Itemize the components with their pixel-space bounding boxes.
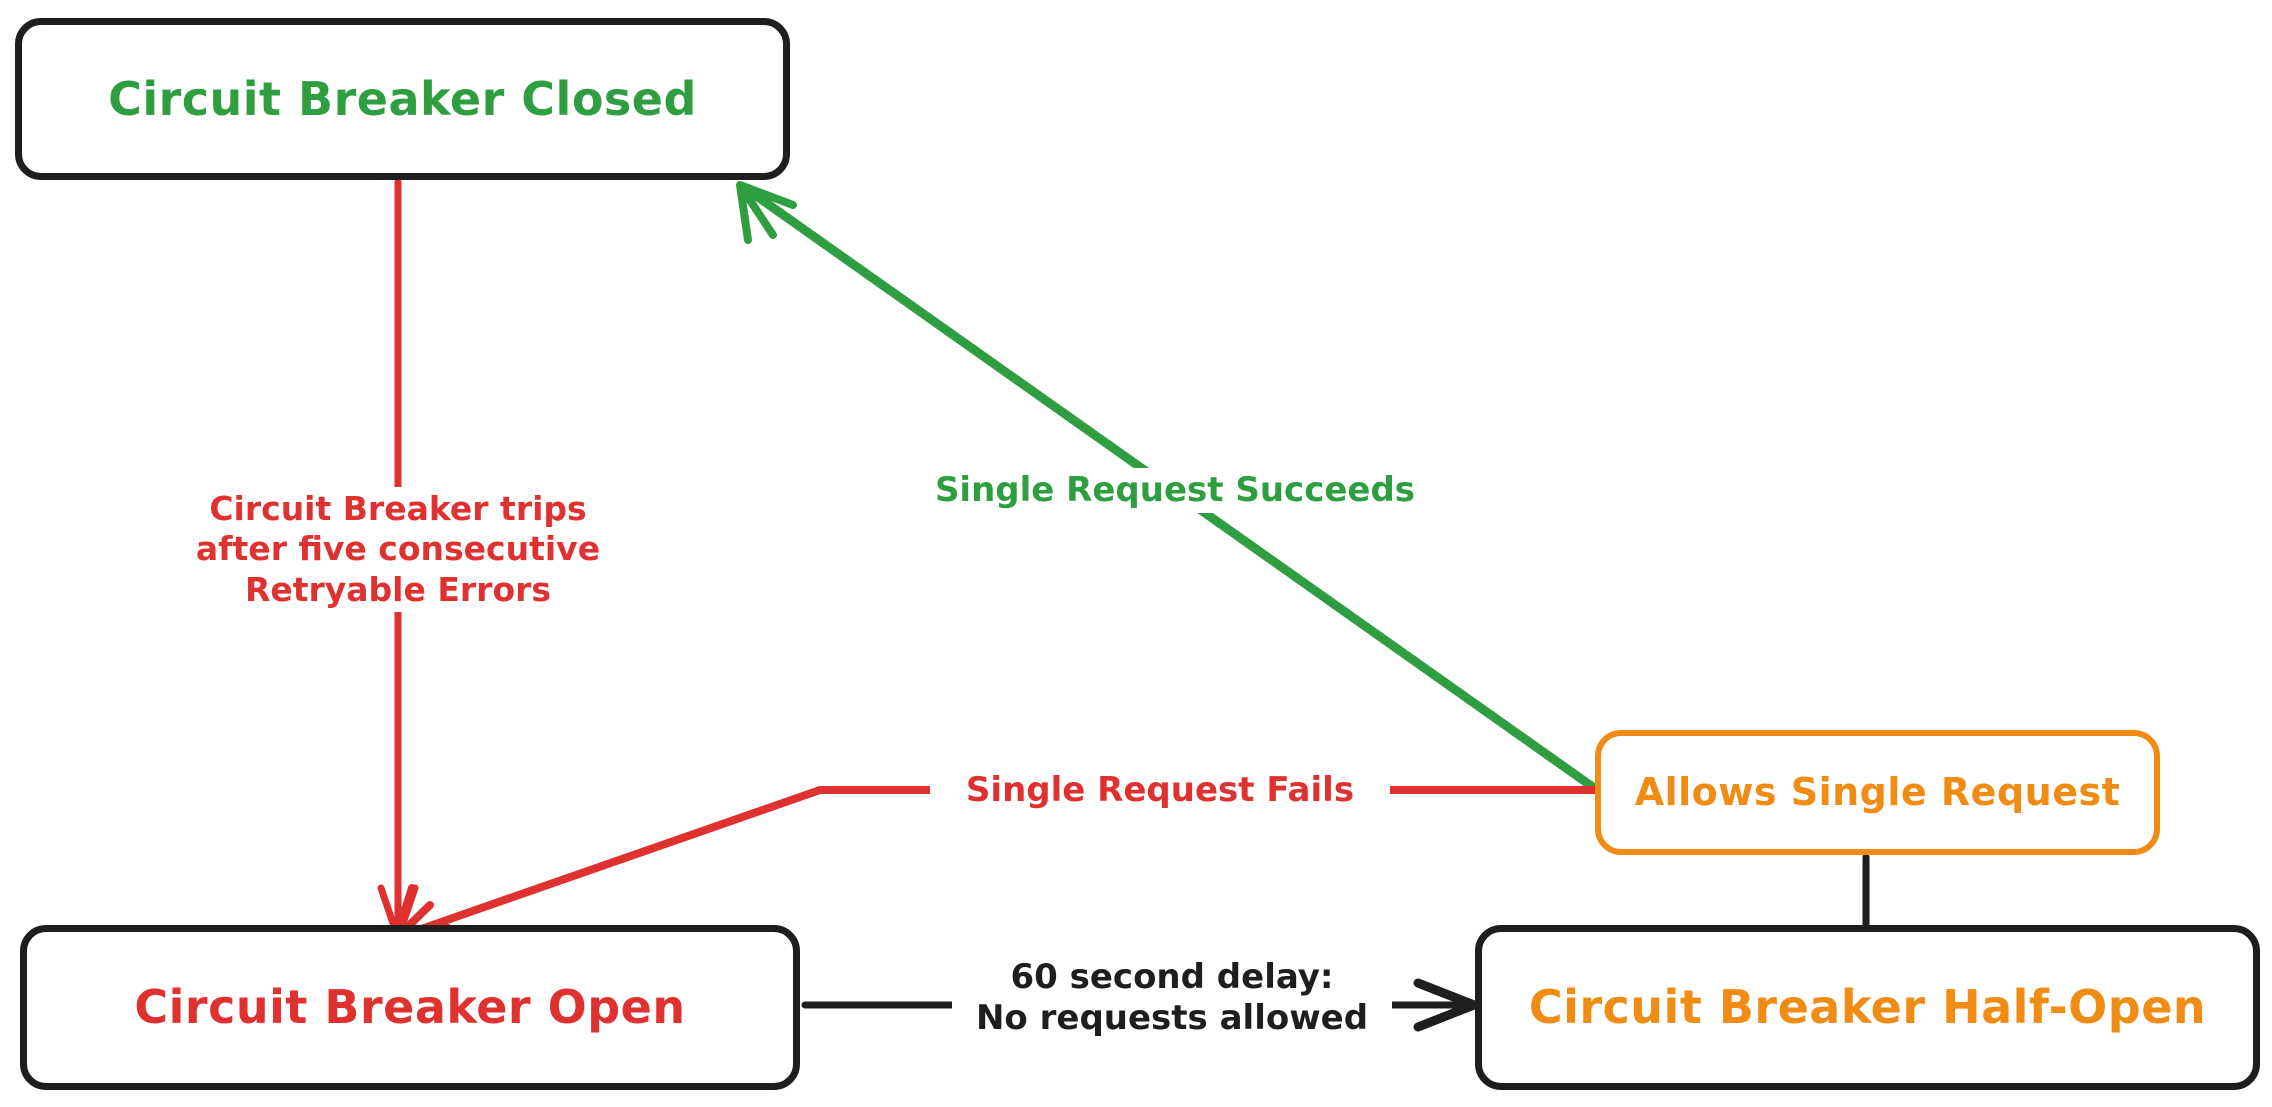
node-circuit-breaker-open[interactable]: Circuit Breaker Open (20, 925, 800, 1090)
edge-label-open-to-half-open: 60 second delay: No requests allowed (952, 955, 1392, 1042)
node-circuit-breaker-half-open[interactable]: Circuit Breaker Half-Open (1475, 925, 2260, 1090)
node-circuit-breaker-closed[interactable]: Circuit Breaker Closed (15, 18, 790, 180)
edge-label-closed-to-open: Circuit Breaker trips after five consecu… (178, 487, 618, 612)
node-allows-single-request[interactable]: Allows Single Request (1595, 730, 2160, 855)
node-label-circuit-breaker-open: Circuit Breaker Open (134, 980, 686, 1035)
arrowhead-open-to-half-open (1413, 978, 1479, 1032)
edge-label-allows-to-open: Single Request Fails (930, 768, 1390, 814)
node-label-circuit-breaker-closed: Circuit Breaker Closed (108, 71, 697, 126)
node-label-allows-single-request: Allows Single Request (1634, 769, 2121, 814)
arrowhead-allows-to-closed (736, 181, 797, 244)
node-label-circuit-breaker-half-open: Circuit Breaker Half-Open (1528, 980, 2207, 1035)
edge-label-allows-to-closed: Single Request Succeeds (905, 468, 1445, 514)
